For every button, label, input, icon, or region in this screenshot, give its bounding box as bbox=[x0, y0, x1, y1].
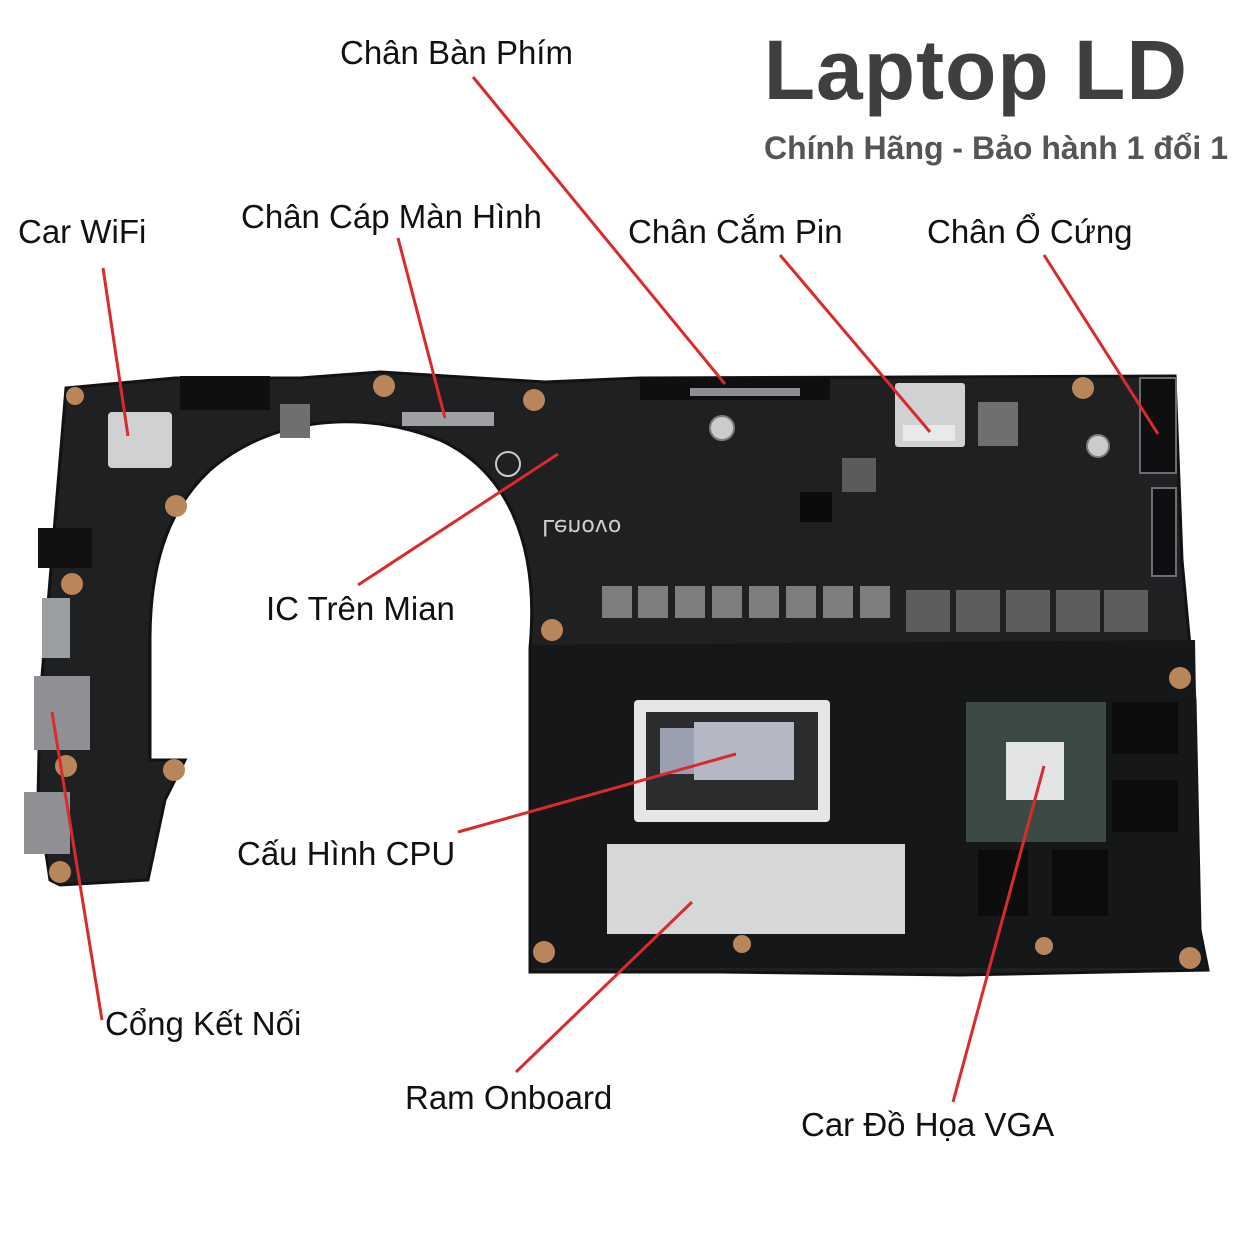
standoffs bbox=[495, 415, 1110, 477]
leader-cam-pin bbox=[778, 254, 932, 433]
power-ic bbox=[842, 458, 876, 492]
label-wifi: Car WiFi bbox=[18, 213, 147, 250]
usb-a-port-1 bbox=[34, 676, 90, 750]
label-cpu: Cấu Hình CPU bbox=[237, 835, 456, 872]
vram-chips bbox=[978, 702, 1178, 916]
gpu-die bbox=[1006, 742, 1064, 800]
leader-ram bbox=[514, 900, 694, 1074]
storage-connector-2 bbox=[1151, 487, 1177, 577]
wifi-module-shield bbox=[108, 412, 172, 468]
vrm-inductors-large bbox=[906, 590, 1148, 632]
storage-connector bbox=[1139, 377, 1177, 474]
label-ram: Ram Onboard bbox=[405, 1079, 613, 1116]
leader-ic-tren bbox=[357, 452, 559, 587]
battery-connector-inner bbox=[903, 425, 955, 441]
vrm-inductors-small bbox=[602, 586, 890, 618]
display-connector bbox=[180, 376, 270, 410]
cpu-die bbox=[694, 722, 794, 780]
label-o-cung: Chân Ổ Cứng bbox=[927, 213, 1133, 250]
display-connector-metal bbox=[402, 412, 494, 426]
inductor-top bbox=[978, 402, 1018, 446]
label-ban-phim: Chân Bàn Phím bbox=[340, 34, 573, 71]
label-cam-pin: Chân Cắm Pin bbox=[628, 213, 843, 250]
audio-jack bbox=[38, 528, 92, 568]
label-cong-ket-noi: Cổng Kết Nối bbox=[105, 1005, 302, 1042]
label-cap-man-hinh: Chân Cáp Màn Hình bbox=[241, 198, 542, 235]
leader-o-cung bbox=[1042, 254, 1160, 435]
screw-holes bbox=[49, 375, 1201, 969]
leader-cpu bbox=[457, 752, 737, 834]
ram-shield bbox=[607, 844, 905, 934]
brand-tagline: Chính Hãng - Bảo hành 1 đổi 1 bbox=[764, 130, 1228, 166]
usb-a-port-2 bbox=[24, 792, 70, 854]
leader-cong-ket-noi bbox=[50, 711, 104, 1021]
leader-wifi bbox=[101, 267, 130, 437]
board-silkscreen: Lenovo bbox=[542, 514, 621, 539]
usb-c-port bbox=[42, 598, 70, 658]
label-vga: Car Đồ Họa VGA bbox=[801, 1106, 1055, 1143]
leader-ban-phim bbox=[471, 76, 727, 385]
inductor-left bbox=[280, 404, 310, 438]
brand-name: Laptop LD bbox=[763, 23, 1188, 117]
leader-lines bbox=[50, 76, 1160, 1103]
leader-vga bbox=[951, 765, 1046, 1103]
keyboard-connector-pins bbox=[690, 388, 800, 396]
leader-cap-man-hinh bbox=[396, 237, 447, 419]
center-ic bbox=[800, 492, 832, 522]
label-ic-tren: IC Trên Mian bbox=[266, 590, 455, 627]
